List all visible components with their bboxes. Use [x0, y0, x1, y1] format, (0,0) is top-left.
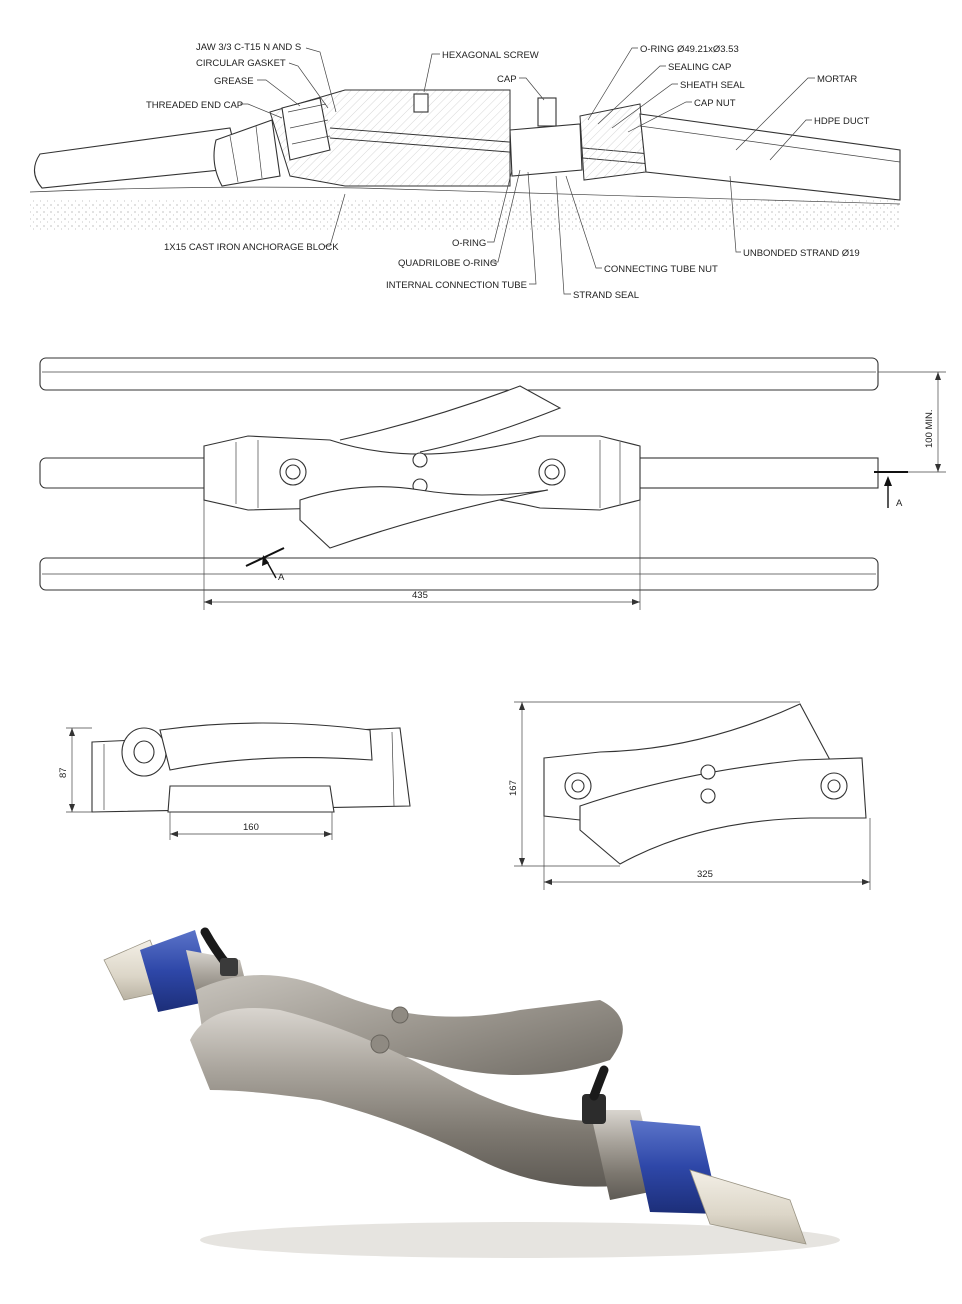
product-photo: [103, 927, 840, 1258]
arrowhead: [170, 831, 178, 837]
arrowhead: [884, 476, 892, 486]
sealing-cap: [579, 103, 647, 181]
arm-lower: [299, 486, 549, 549]
anchorage-block: [269, 89, 511, 187]
photo-right-valve: [582, 1094, 606, 1124]
arrowhead: [324, 831, 332, 837]
label-mortar: MORTAR: [817, 74, 857, 85]
arrowhead: [544, 879, 552, 885]
arrowhead: [204, 599, 212, 605]
jaw-line: [287, 103, 327, 113]
label-circular-gasket: CIRCULAR GASKET: [196, 58, 286, 69]
arrowhead: [262, 555, 269, 566]
plan-view: 435 100 MIN. A A: [39, 357, 946, 610]
pipe-middle-right: [635, 457, 879, 489]
arrowhead: [935, 464, 941, 472]
pipe-top: [39, 357, 879, 391]
label-cap-nut: CAP NUT: [694, 98, 736, 109]
label-connecting-nut: CONNECTING TUBE NUT: [604, 264, 718, 275]
screw-top: [412, 452, 428, 468]
label-threaded-end-cap: THREADED END CAP: [146, 100, 243, 111]
dim-435-text: 435: [412, 590, 428, 601]
pipe-middle-left: [39, 457, 211, 489]
photo-lower-arm: [190, 1008, 660, 1187]
top-port-left-inner: [571, 779, 585, 793]
port-left-inner: [285, 464, 301, 480]
ground-line: [29, 186, 901, 205]
arrowhead: [862, 879, 870, 885]
section-mark-line: [245, 547, 285, 567]
jaw: [281, 97, 331, 161]
arrowhead: [632, 599, 640, 605]
section-mark-left: A: [278, 572, 285, 583]
label-unbonded-strand: UNBONDED STRAND Ø19: [743, 248, 860, 259]
label-jaw: JAW 3/3 C-T15 N AND S: [196, 42, 301, 53]
photo-shadow: [200, 1222, 840, 1258]
dim-160-text: 160: [243, 822, 259, 833]
side-base: [167, 785, 335, 813]
arrowhead: [519, 858, 525, 866]
hdpe-duct: [639, 113, 901, 201]
label-sheath-seal: SHEATH SEAL: [680, 80, 745, 91]
photo-left-valve: [220, 958, 238, 976]
label-strand-seal: STRAND SEAL: [573, 290, 639, 301]
photo-right-duct: [689, 1169, 807, 1245]
dim-87-text: 87: [58, 767, 69, 778]
photo-right-cable: [589, 1065, 609, 1101]
section-view: JAW 3/3 C-T15 N AND S CIRCULAR GASKET GR…: [29, 42, 901, 301]
dim-167-text: 167: [508, 780, 519, 796]
port-right-inner: [544, 464, 560, 480]
dim-100-text: 100 MIN.: [924, 409, 935, 448]
photo-screw-top: [391, 1006, 409, 1024]
label-hdpe-duct: HDPE DUCT: [814, 116, 870, 127]
cap-line: [255, 125, 263, 179]
arrowhead: [69, 728, 75, 736]
top-arm-lower: [579, 757, 867, 865]
left-duct: [33, 127, 241, 189]
label-internal-tube: INTERNAL CONNECTION TUBE: [386, 280, 527, 291]
internal-connection-tube: [509, 123, 583, 177]
duct-line: [639, 125, 901, 163]
label-o-ring-top: O-RING Ø49.21xØ3.53: [640, 44, 739, 55]
threaded-end-cap: [213, 119, 281, 187]
label-hexagonal-screw: HEXAGONAL SCREW: [442, 50, 539, 61]
arrowhead: [935, 372, 941, 380]
arrowhead: [519, 702, 525, 710]
leader-lines: [240, 47, 815, 295]
cap-line: [229, 135, 239, 183]
photo-screw-bottom: [370, 1034, 390, 1054]
hexagonal-screw: [413, 93, 429, 113]
label-anchorage-block: 1X15 CAST IRON ANCHORAGE BLOCK: [164, 242, 339, 253]
side-view: 87 160: [58, 722, 411, 840]
label-o-ring: O-RING: [452, 238, 486, 249]
side-port-inner: [133, 740, 155, 764]
cap-part: [537, 97, 557, 127]
side-arm-upper: [159, 722, 373, 771]
jaw-line: [289, 119, 329, 129]
arrowhead: [69, 804, 75, 812]
ground-fill: [30, 200, 900, 232]
top-screw: [700, 788, 716, 804]
label-quadrilobe: QUADRILOBE O-RING: [398, 258, 497, 269]
section-mark-right: A: [896, 498, 903, 509]
top-view: 167 325: [508, 701, 871, 890]
jaw-line: [291, 135, 331, 145]
side-collar: [391, 731, 395, 807]
dim-325-text: 325: [697, 869, 713, 880]
label-cap: CAP: [497, 74, 517, 85]
arm-upper: [339, 385, 562, 453]
top-screw: [700, 764, 716, 780]
label-grease: GREASE: [214, 76, 254, 87]
top-port-right-inner: [827, 779, 841, 793]
label-sealing-cap: SEALING CAP: [668, 62, 731, 73]
